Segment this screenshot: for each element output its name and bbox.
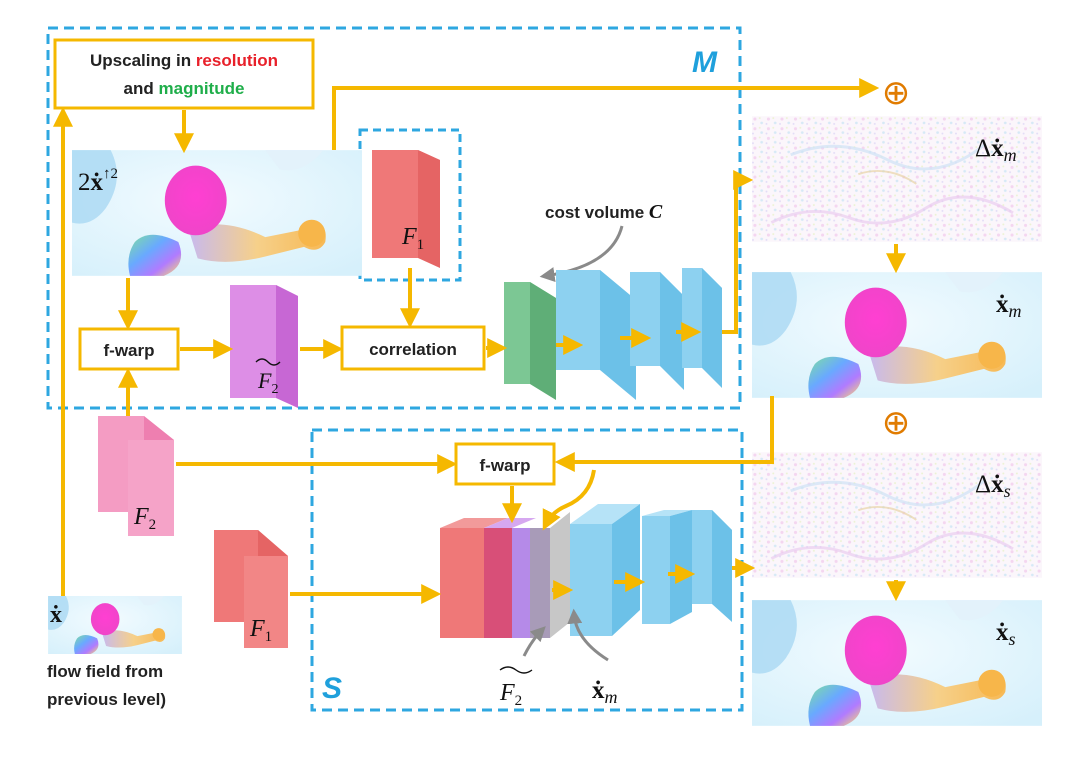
correlation-label: correlation bbox=[369, 340, 457, 359]
feature-block-f1-top: F1 bbox=[372, 150, 440, 268]
input-flow-caption-2: previous level) bbox=[47, 690, 166, 709]
upscale-box bbox=[53, 38, 315, 110]
decoder-m-block-1 bbox=[556, 270, 636, 400]
concat-feature-stack bbox=[440, 512, 570, 638]
feature-block-f2-warped: F2 bbox=[230, 285, 298, 408]
svg-text:F2: F2 bbox=[257, 368, 278, 397]
module-m-label: M bbox=[692, 46, 718, 79]
decoder-s-block-1 bbox=[570, 504, 640, 636]
decoder-m-block-3 bbox=[682, 268, 722, 388]
svg-text:F2: F2 bbox=[133, 504, 156, 533]
upscale-line2: and magnitude bbox=[124, 79, 245, 98]
feature-block-f1-bottom: F1 bbox=[214, 530, 288, 648]
cost-volume-label: cost volume C bbox=[545, 201, 663, 223]
xm-bottom-pointer bbox=[567, 608, 609, 662]
xm-label: ẋm bbox=[996, 291, 1022, 321]
warped-f2-pointer bbox=[522, 626, 546, 657]
feature-block-f2-left: F2 bbox=[98, 416, 174, 536]
svg-text:F1: F1 bbox=[249, 616, 272, 645]
module-s-label: S bbox=[322, 672, 342, 705]
warped-f2-label: F2 bbox=[499, 666, 533, 709]
decoder-s-block-3 bbox=[692, 510, 732, 622]
cost-volume-pointer bbox=[539, 225, 624, 282]
input-flow-image bbox=[48, 596, 182, 654]
fwarp-s-label: f-warp bbox=[480, 456, 531, 475]
decoder-s-block-2 bbox=[642, 510, 692, 624]
delta-xs-label: Δẋs bbox=[975, 471, 1011, 501]
svg-text:F1: F1 bbox=[401, 224, 424, 253]
xm-bottom-label: ẋm bbox=[592, 677, 618, 707]
upscaled-flow-label: 2ẋ↑2 bbox=[78, 166, 118, 196]
upscale-line1: Upscaling in resolution bbox=[90, 51, 278, 70]
arrows bbox=[53, 78, 906, 604]
fwarp-m-label: f-warp bbox=[104, 341, 155, 360]
input-flow-label: ẋ bbox=[50, 602, 62, 628]
decoder-m-block-2 bbox=[630, 272, 684, 390]
module-m-box bbox=[46, 26, 742, 410]
plus-symbol-middle: ⊕ bbox=[882, 403, 911, 443]
plus-symbol-top: ⊕ bbox=[882, 73, 911, 113]
delta-xm-label: Δẋm bbox=[975, 135, 1017, 165]
cost-volume-block bbox=[504, 282, 556, 400]
svg-text:F2: F2 bbox=[499, 680, 522, 709]
xs-label: ẋs bbox=[996, 619, 1016, 649]
input-flow-caption-1: flow field from bbox=[47, 662, 163, 681]
